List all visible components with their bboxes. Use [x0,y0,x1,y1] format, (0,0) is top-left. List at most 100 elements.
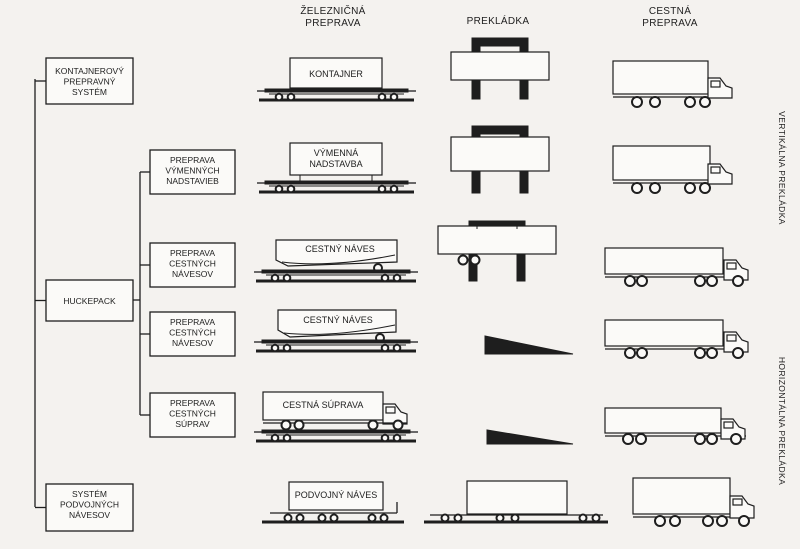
wheel [380,343,390,353]
cargo-label-container: KONTAJNER [309,69,363,79]
wheel [274,92,284,102]
system-box-double-semitrailer [45,483,134,532]
subsystem-label-semitrailer-vertical-line: CESTNÝCH [169,259,216,269]
cargo-label-road-train: CESTNÁ SÚPRAVA [283,400,364,410]
wheel [694,433,706,445]
row-double-semitrailer: PODVOJNÝ NÁVES [262,477,755,527]
wheel [510,513,520,523]
double-semitrailer-body [288,481,384,511]
wheel [706,275,718,287]
system-label-container-line: KONTAJNEROVÝ [55,66,124,76]
wheel [282,433,292,443]
road-train-body [262,391,384,421]
wheel [282,273,292,283]
wheel [622,433,634,445]
wheel [282,343,292,353]
system-label-container-line: SYSTÉM [72,87,107,97]
wheel [457,254,469,266]
wheel [270,273,280,283]
wheel [367,419,379,431]
wheel [631,182,643,194]
row-container: KONTAJNER [257,37,733,108]
subsystem-box-semitrailer-vertical [149,242,236,288]
wheel [654,515,666,527]
wheel [283,513,293,523]
cargo-label-swap-body-line: NADSTAVBA [309,159,362,169]
header-transshipment-line: PREKLÁDKA [467,14,530,27]
wheel [392,433,402,443]
wheel [624,347,636,359]
cargo-label-semitrailer-1: CESTNÝ NÁVES [305,244,375,254]
wheel [738,515,750,527]
row-semitrailer-vertical: CESTNÝ NÁVES [254,220,749,287]
wheel [702,515,714,527]
system-label-container-line: PREPRAVNÝ [64,77,116,87]
wagon-deck [261,429,411,434]
system-box-container [45,57,134,105]
system-label-double-semitrailer-line: NÁVESOV [69,510,110,520]
wheel [578,513,588,523]
cargo-label-container-line: KONTAJNER [309,69,363,79]
system-label-double-semitrailer-line: PODVOJNÝCH [60,500,119,510]
system-box-huckepack [45,279,134,322]
subsystem-label-road-train-line: SÚPRAV [175,419,210,429]
subsystem-label-semitrailer-horizontal-line: PREPRAVA [170,317,215,327]
wheel [270,433,280,443]
wagon-deck [261,339,411,344]
wheel [706,433,718,445]
subsystem-label-swap-body-line: VÝMENNÝCH [165,166,219,176]
road-semitrailer [604,319,724,347]
wheel [469,254,481,266]
wheel [699,96,711,108]
subsystem-label-semitrailer-horizontal-line: CESTNÝCH [169,328,216,338]
header-road-line: PREPRAVA [642,18,697,29]
subsystem-label-road-train-line: PREPRAVA [170,398,215,408]
wheel [392,419,404,431]
wheel [389,92,399,102]
loading-ramp [484,335,574,355]
wheel [732,275,744,287]
side-label-horizontal: HORIZONTÁLNA PREKLÁDKA [777,357,787,485]
header-rail-line: PREPRAVA [305,18,360,29]
wheel [635,433,647,445]
container-box [289,57,383,89]
header-rail-line: ŽELEZNIČNÁ [300,4,365,17]
wheel [694,275,706,287]
wheel [389,184,399,194]
wheel [380,433,390,443]
header-transshipment: PREKLÁDKA [467,14,530,27]
wheel [716,515,728,527]
wagon-deck [264,88,409,93]
subsystem-label-swap-body-line: NADSTAVIEB [166,176,219,186]
cab-window [723,421,734,429]
wheel [286,92,296,102]
wheel [730,433,742,445]
wheel [649,96,661,108]
side-label-vertical: VERTIKÁLNA PREKLÁDKA [777,111,787,225]
wheel [453,513,463,523]
wheel [631,96,643,108]
lifted-load [437,225,557,255]
subsystem-label-road-train-line: CESTNÝCH [169,409,216,419]
row-road-train: CESTNÁ SÚPRAVA [254,391,746,445]
cab-window [726,334,737,342]
wheel [377,184,387,194]
wheel [329,513,339,523]
system-label-huckepack: HUCKEPACK [63,296,116,306]
wheel [379,513,389,523]
wheel [317,513,327,523]
swap-body-box [289,142,383,176]
subsystem-label-semitrailer-horizontal-line: NÁVESOV [172,338,213,348]
semitrailer-tarp-line [283,324,396,335]
cab-window [385,406,396,414]
